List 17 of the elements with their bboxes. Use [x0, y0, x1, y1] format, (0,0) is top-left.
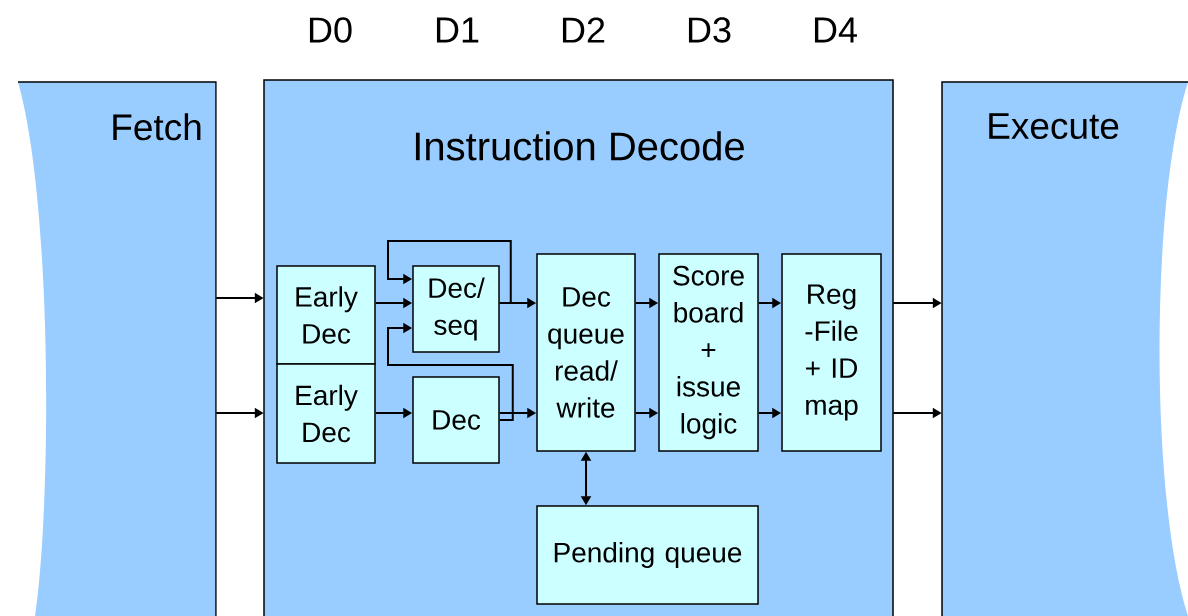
arrow: [387, 240, 512, 304]
process-box: Dec: [412, 376, 500, 464]
stage-label: D0: [309, 17, 352, 43]
process-box: Score board + issue logic: [658, 253, 759, 452]
stage-band: Execute: [941, 81, 1188, 616]
stage-band: Fetch: [17, 81, 217, 616]
stage-label: D2: [562, 17, 605, 43]
process-box: Dec queue read/ write: [536, 253, 636, 452]
process-box: Pending queue: [536, 505, 759, 605]
process-box: Reg -File + ID map: [781, 253, 882, 452]
process-box: Dec/ seq: [412, 265, 500, 353]
stage-label: D1: [436, 17, 479, 43]
arrow: [387, 322, 514, 421]
stage-label: D3: [688, 17, 731, 43]
process-box: Early Dec: [276, 363, 376, 464]
process-box: Early Dec: [276, 265, 376, 365]
stage-label: D4: [814, 17, 857, 43]
